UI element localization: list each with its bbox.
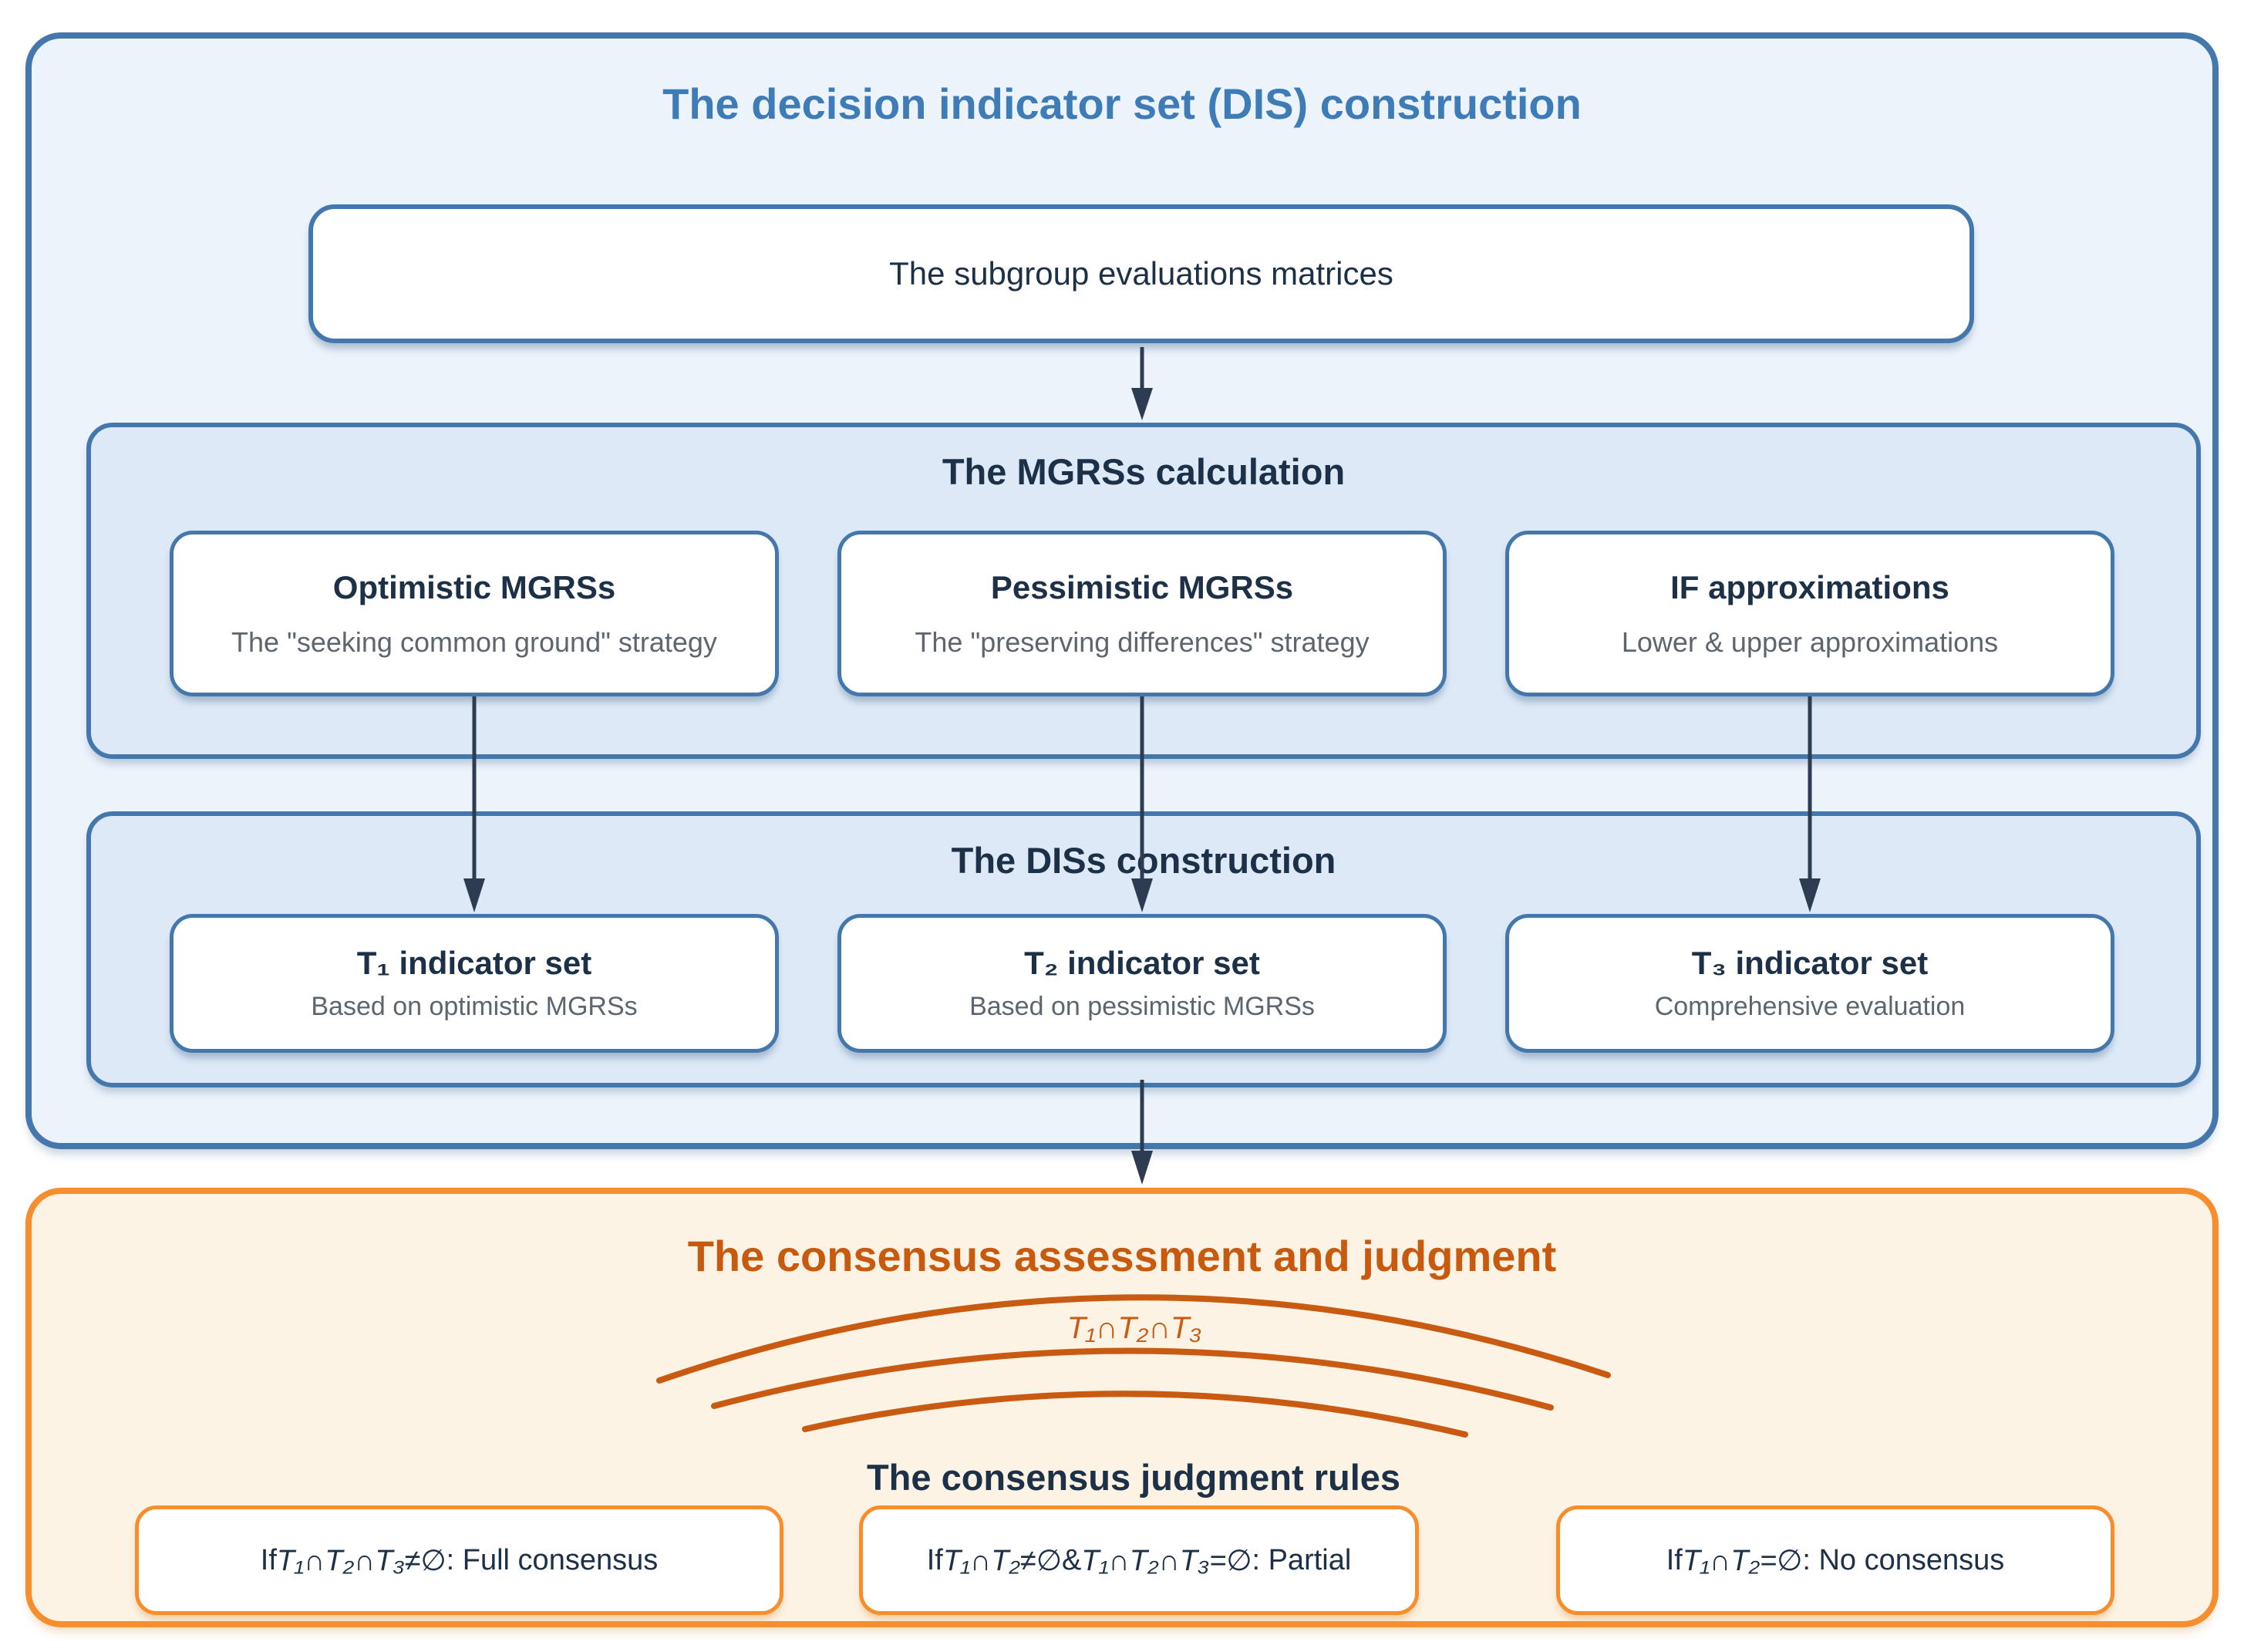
diss-section-title: The DISs construction <box>951 840 1336 881</box>
box-title: IF approximations <box>1670 568 1949 605</box>
rule-text-segment: : No consensus <box>1802 1543 2005 1576</box>
rule-box-full-consensus: If T₁∩T₂∩T₃≠∅: Full consensus <box>135 1505 783 1615</box>
dis-construction-panel: The decision indicator set (DIS) constru… <box>25 32 2219 1149</box>
rule-text-segment: : Full consensus <box>446 1543 659 1576</box>
rule-text-segment: If <box>1666 1543 1683 1576</box>
subgroup-evaluations-box: The subgroup evaluations matrices <box>308 204 1974 343</box>
intersection-arc-middle <box>711 1347 1554 1411</box>
mgrs-calculation-section: The MGRSs calculation Optimistic MGRSs T… <box>86 423 2201 759</box>
subgroup-evaluations-label: The subgroup evaluations matrices <box>889 255 1393 292</box>
box-subtitle: Comprehensive evaluation <box>1654 992 1966 1021</box>
optimistic-mgrs-box: Optimistic MGRSs The "seeking common gro… <box>170 531 779 696</box>
intersection-arcs-graphic <box>656 1294 1611 1438</box>
if-approximations-box: IF approximations Lower & upper approxim… <box>1505 531 2114 696</box>
rule-text-segment: : Partial <box>1252 1543 1352 1576</box>
rule-box-no-consensus: If T₁∩T₂=∅: No consensus <box>1556 1505 2114 1615</box>
rule-text-segment: T₁∩T₂≠∅ <box>942 1544 1062 1577</box>
rule-text-segment: T₁∩T₂=∅ <box>1682 1544 1803 1577</box>
box-subtitle: The "seeking common ground" strategy <box>231 625 717 658</box>
pessimistic-mgrs-box: Pessimistic MGRSs The "preserving differ… <box>837 531 1447 696</box>
box-subtitle: The "preserving differences" strategy <box>915 625 1370 658</box>
rule-text-segment: T₁∩T₂∩T₃≠∅ <box>276 1544 446 1577</box>
box-title: T₂ indicator set <box>1024 945 1260 981</box>
t3-indicator-box: T₃ indicator set Comprehensive evaluatio… <box>1505 914 2114 1053</box>
mgrs-section-title: The MGRSs calculation <box>942 451 1346 492</box>
box-title: Optimistic MGRSs <box>332 568 616 605</box>
diss-construction-section: The DISs construction T₁ indicator set B… <box>86 811 2201 1087</box>
intersection-arc-outer <box>656 1294 1611 1384</box>
box-title: T₃ indicator set <box>1691 945 1929 981</box>
box-subtitle: Based on optimistic MGRSs <box>311 992 638 1021</box>
box-title: Pessimistic MGRSs <box>990 568 1294 605</box>
t1-indicator-box: T₁ indicator set Based on optimistic MGR… <box>170 914 779 1053</box>
box-subtitle: Based on pessimistic MGRSs <box>969 992 1315 1021</box>
box-subtitle: Lower & upper approximations <box>1621 625 1999 658</box>
rule-text-segment: If <box>260 1543 277 1576</box>
intersection-arc-inner <box>802 1391 1468 1438</box>
box-title: T₁ indicator set <box>356 945 592 981</box>
consensus-panel: The consensus assessment and judgment T₁… <box>25 1188 2219 1627</box>
dis-panel-title: The decision indicator set (DIS) constru… <box>662 79 1582 128</box>
rule-text-segment: T₁∩T₂∩T₃=∅ <box>1081 1544 1252 1577</box>
consensus-rules-title: The consensus judgment rules <box>866 1457 1401 1498</box>
consensus-panel-title: The consensus assessment and judgment <box>687 1232 1557 1280</box>
t2-indicator-box: T₂ indicator set Based on pessimistic MG… <box>837 914 1447 1053</box>
rule-text-segment: & <box>1062 1543 1082 1576</box>
intersection-label: T₁∩T₂∩T₃ <box>1066 1311 1202 1345</box>
rule-box-partial-consensus: If T₁∩T₂≠∅ & T₁∩T₂∩T₃=∅: Partial <box>859 1505 1419 1615</box>
rule-text-segment: If <box>926 1543 943 1576</box>
